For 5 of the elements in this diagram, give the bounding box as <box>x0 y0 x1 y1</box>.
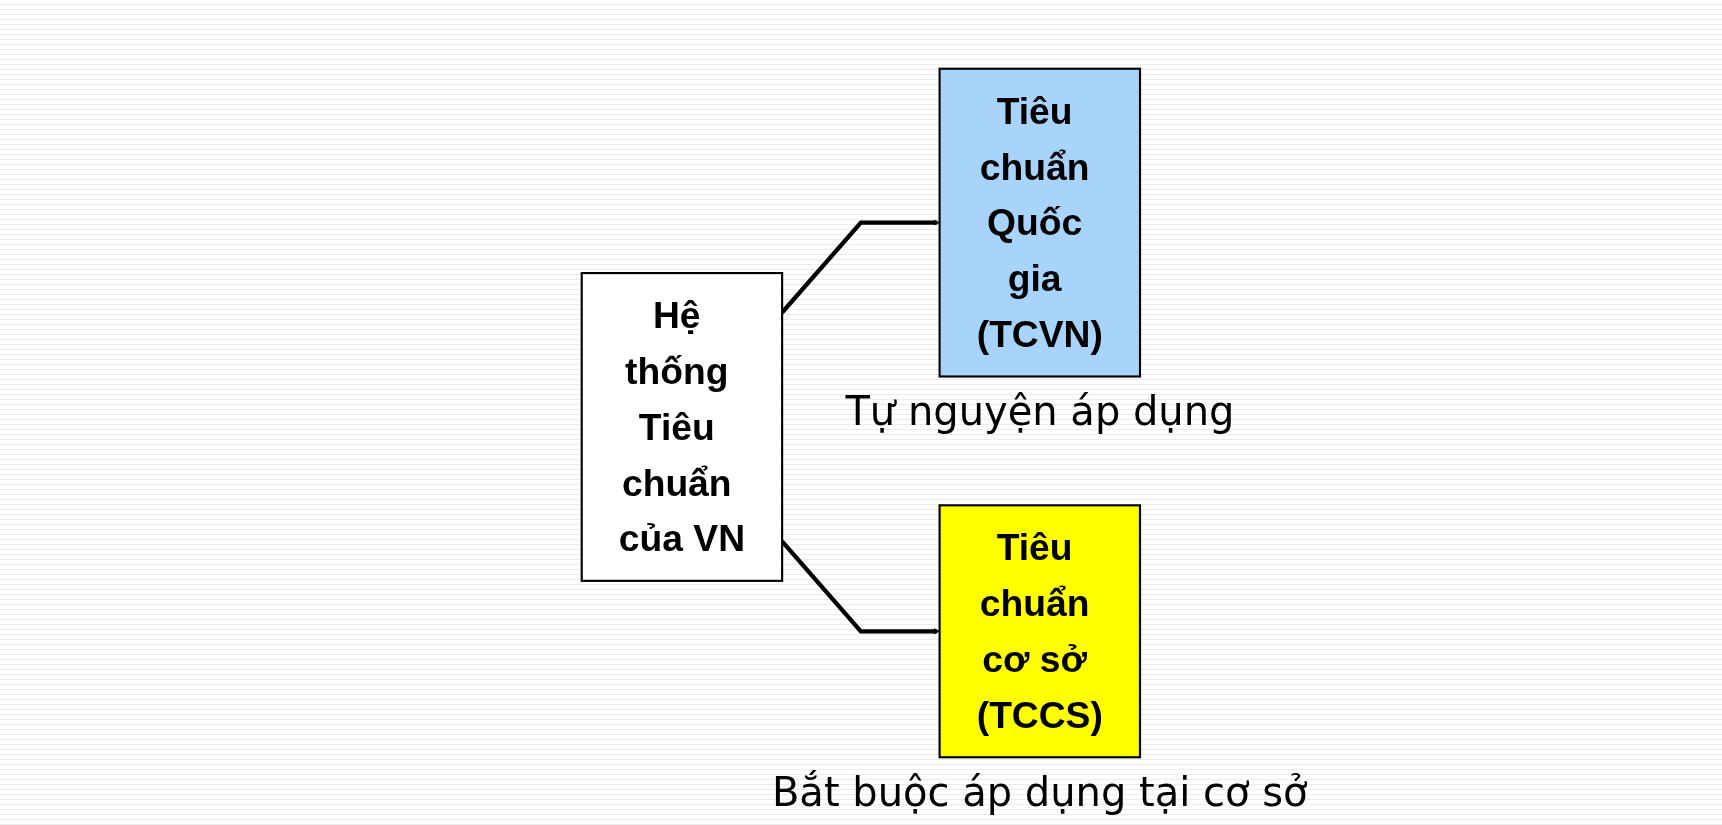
node-note: Tự nguyện áp dụng <box>845 388 1235 434</box>
node-box <box>580 271 784 582</box>
node-box <box>938 503 1142 758</box>
node-box <box>938 67 1142 378</box>
node-note: Bắt buộc áp dụng tại cơ sở <box>771 768 1308 815</box>
